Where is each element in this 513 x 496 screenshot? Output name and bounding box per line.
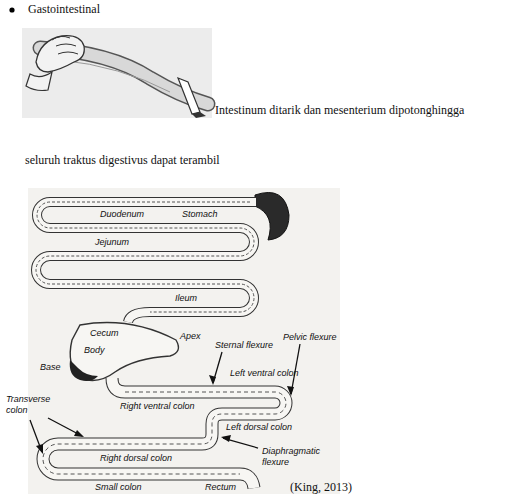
part-label: Left ventral colon (230, 368, 299, 379)
part-label: Cecum (90, 328, 119, 339)
description-text: Intestinum ditarik dan mesenterium dipot… (215, 103, 464, 117)
wrist (26, 72, 52, 91)
large-colon-fill (43, 378, 286, 488)
part-label: Ileum (175, 293, 197, 304)
dissection-sketch (22, 28, 212, 118)
part-label: Stomach (182, 209, 218, 220)
description-text: seluruh traktus digestivus dapat terambi… (25, 153, 220, 167)
arrow-head (36, 444, 43, 454)
cecum-base (70, 360, 98, 381)
part-label: Base (40, 362, 61, 373)
sketch-ground (22, 28, 212, 118)
arrow-head (221, 435, 231, 442)
part-label: Right ventral colon (120, 401, 195, 412)
part-label: Body (84, 345, 105, 356)
large-colon-outline (43, 378, 286, 488)
section-heading: Gastointestinal (28, 2, 100, 16)
part-label: Small colon (95, 482, 142, 493)
part-label: Right dorsal colon (100, 453, 172, 464)
part-label: Left dorsal colon (226, 422, 292, 433)
arrow-head (209, 375, 216, 385)
part-label: Duodenum (100, 209, 144, 220)
arrow-heads (36, 375, 294, 454)
hand (36, 36, 84, 72)
small-intestine-centerline (36, 202, 254, 312)
arrow-head (287, 386, 294, 396)
part-label: Diaphragmatic flexure (262, 446, 334, 468)
leader-arrows (30, 344, 300, 452)
knife-handle (192, 112, 206, 118)
part-label: Transverse colon (6, 394, 61, 416)
arrow-head (74, 430, 84, 437)
part-label: Sternal flexure (215, 340, 273, 351)
cecum-outline (70, 323, 178, 381)
part-label: Rectum (205, 482, 236, 493)
large-colon-centerline (43, 392, 286, 474)
part-label: Pelvic flexure (283, 332, 337, 343)
figure-source: (King, 2013) (290, 480, 352, 494)
part-label: Apex (180, 331, 201, 342)
small-intestine-outline (36, 202, 256, 322)
small-intestine-fill (36, 202, 256, 322)
equine-gi-tract (28, 188, 340, 494)
bullet-dot (9, 7, 14, 12)
stomach-shape (255, 193, 289, 241)
knife-blade (178, 78, 200, 114)
part-label: Jejunum (95, 237, 129, 248)
figure-ground (28, 188, 340, 494)
intestine-shade (60, 60, 170, 92)
fingers (52, 36, 78, 54)
